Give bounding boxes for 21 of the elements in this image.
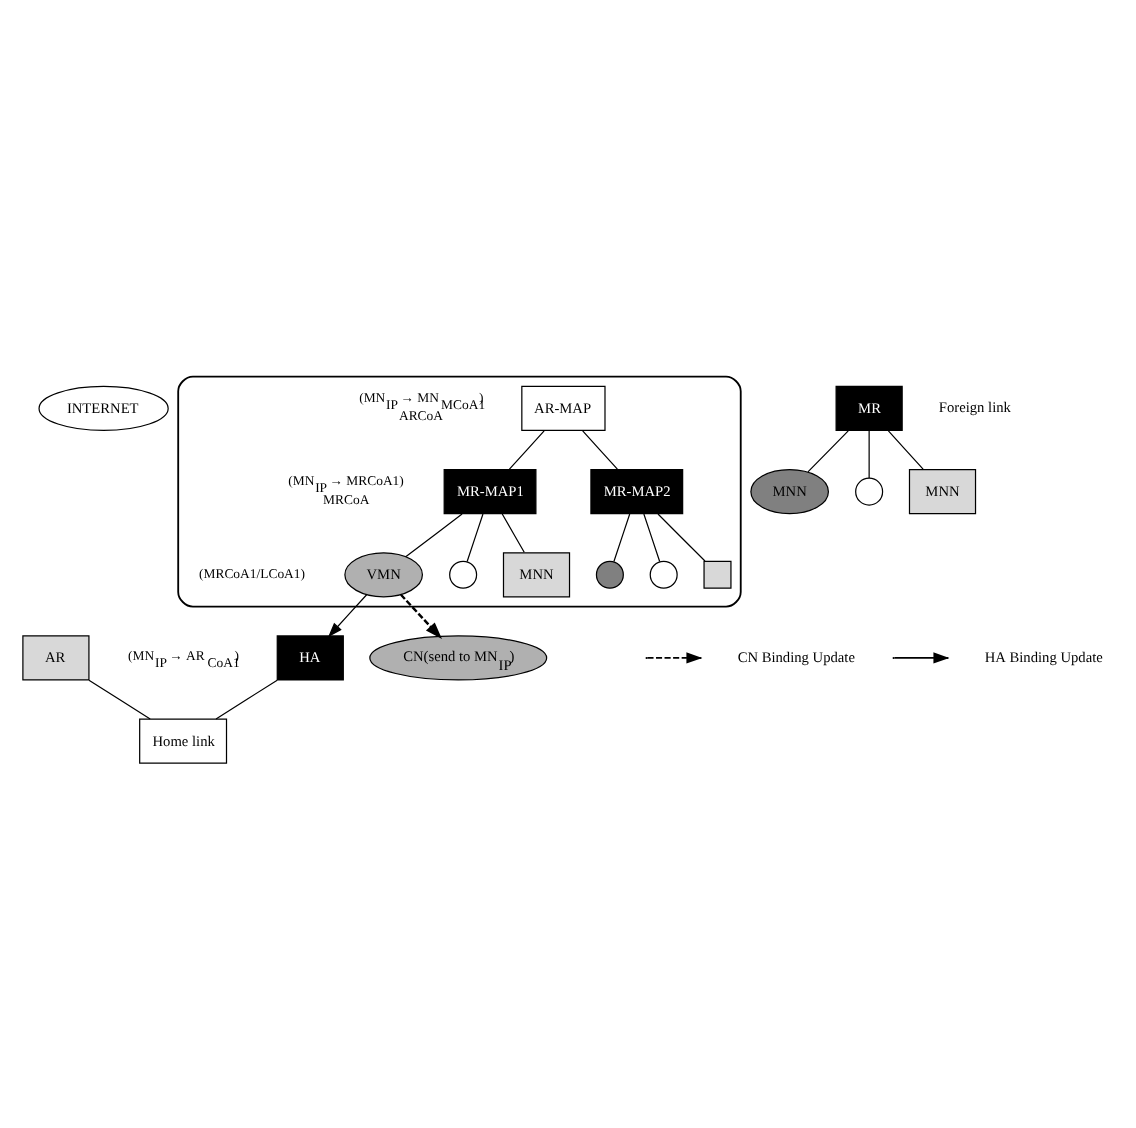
connector bbox=[215, 678, 278, 719]
connector bbox=[807, 429, 849, 472]
arrow bbox=[400, 592, 442, 639]
node-circle bbox=[649, 559, 678, 588]
connector bbox=[887, 429, 924, 469]
connector bbox=[613, 512, 631, 562]
connector bbox=[466, 512, 484, 562]
connector bbox=[508, 429, 545, 469]
node-box bbox=[703, 559, 732, 588]
arrow bbox=[328, 593, 368, 637]
cluster bbox=[177, 374, 742, 607]
connector bbox=[582, 429, 618, 469]
connector bbox=[501, 512, 525, 552]
connector bbox=[657, 512, 706, 561]
node-circle bbox=[595, 559, 624, 588]
node-circle bbox=[449, 559, 478, 588]
connector bbox=[643, 512, 661, 562]
node-circle bbox=[855, 476, 884, 505]
connector bbox=[405, 512, 463, 557]
connector bbox=[88, 678, 151, 719]
connector bbox=[868, 429, 870, 478]
